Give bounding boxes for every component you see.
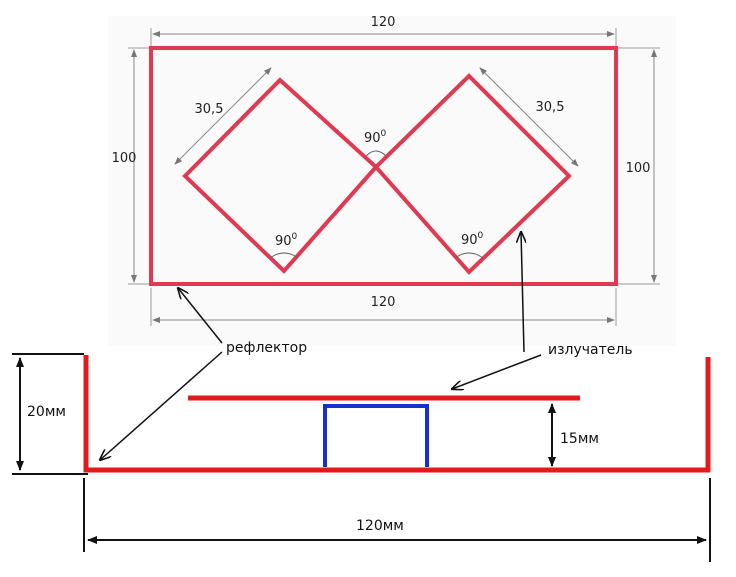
- side-view: 20мм 15мм 120мм: [12, 353, 711, 562]
- dim-top-width-label: 120: [371, 15, 396, 30]
- dim-right-side: [479, 67, 579, 167]
- reflector-arrow-top: [178, 288, 223, 344]
- dim-right-height-label: 100: [626, 161, 651, 176]
- dim-right-side-label: 30,5: [536, 100, 565, 115]
- dim-bottom-width-label: 120: [371, 295, 396, 310]
- emitter-arrow-top: [521, 232, 524, 353]
- angle-left-label: 900: [275, 232, 298, 249]
- reflector-profile: [83, 355, 711, 473]
- wall-height-label: 20мм: [27, 404, 66, 420]
- support-stand: [323, 404, 429, 467]
- emitter-label: излучатель: [548, 342, 633, 358]
- width-label: 120мм: [356, 518, 404, 534]
- gap-label: 15мм: [560, 431, 599, 447]
- dim-left-side-label: 30,5: [195, 102, 224, 117]
- angle-arc-left: [269, 252, 299, 259]
- angle-arc-right: [454, 252, 484, 259]
- reflector-arrow-bottom: [100, 351, 223, 460]
- emitter-right-square: [373, 73, 572, 275]
- reflector-plate-outline: [149, 46, 618, 286]
- angle-center-label: 900: [364, 129, 387, 146]
- emitter-arrow-side: [452, 354, 542, 389]
- reflector-label: рефлектор: [226, 340, 307, 356]
- angle-arc-center: [365, 150, 387, 157]
- dim-left-height-label: 100: [112, 151, 137, 166]
- callouts: рефлектор излучатель: [100, 232, 633, 460]
- dim-left-side: [174, 67, 272, 165]
- top-view: 120 120 100 100 30,5 30,5 900 900 900: [112, 15, 660, 326]
- angle-right-label: 900: [461, 231, 484, 248]
